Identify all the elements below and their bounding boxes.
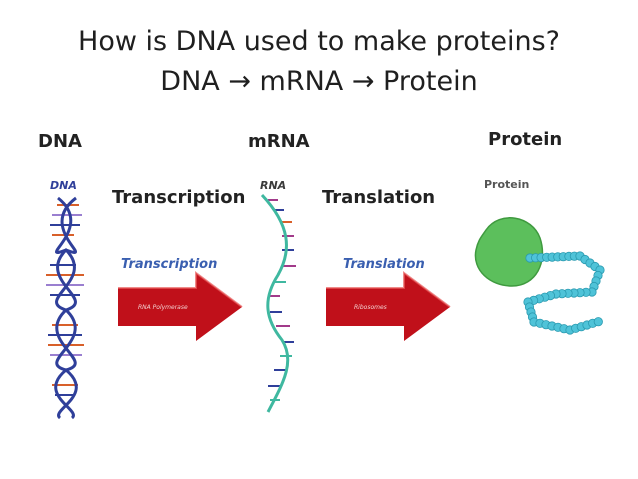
- translation-arrow-shape: [326, 273, 450, 341]
- rna-figure-tag: RNA: [260, 179, 286, 192]
- protein-figure-tag: Protein: [484, 178, 529, 191]
- dna-figure-tag: DNA: [50, 179, 77, 192]
- transcription-arrow-title: Transcription: [121, 257, 217, 272]
- translation-arrow-text: Ribosomes: [354, 304, 387, 311]
- translation-label: Translation: [322, 187, 436, 208]
- protein-label: Protein: [488, 129, 563, 150]
- transcription-arrow-shape: [118, 273, 242, 341]
- translation-arrow-title: Translation: [343, 257, 425, 272]
- slide-title-line-1: How is DNA used to make proteins?: [78, 26, 560, 57]
- transcription-arrow-text: RNA Polymerase: [138, 304, 188, 311]
- rna-bases: [268, 199, 296, 401]
- transcription-label: Transcription: [112, 187, 246, 208]
- dna-strand-b: [54, 196, 78, 420]
- mrna-label: mRNA: [248, 131, 310, 152]
- dna-label: DNA: [38, 131, 82, 152]
- slide-title-line-2: DNA → mRNA → Protein: [160, 66, 478, 97]
- amino-acid-bead: [593, 317, 603, 327]
- protein-globule: [474, 217, 544, 287]
- amino-acid-chain: [523, 251, 605, 335]
- rna-backbone: [260, 193, 290, 413]
